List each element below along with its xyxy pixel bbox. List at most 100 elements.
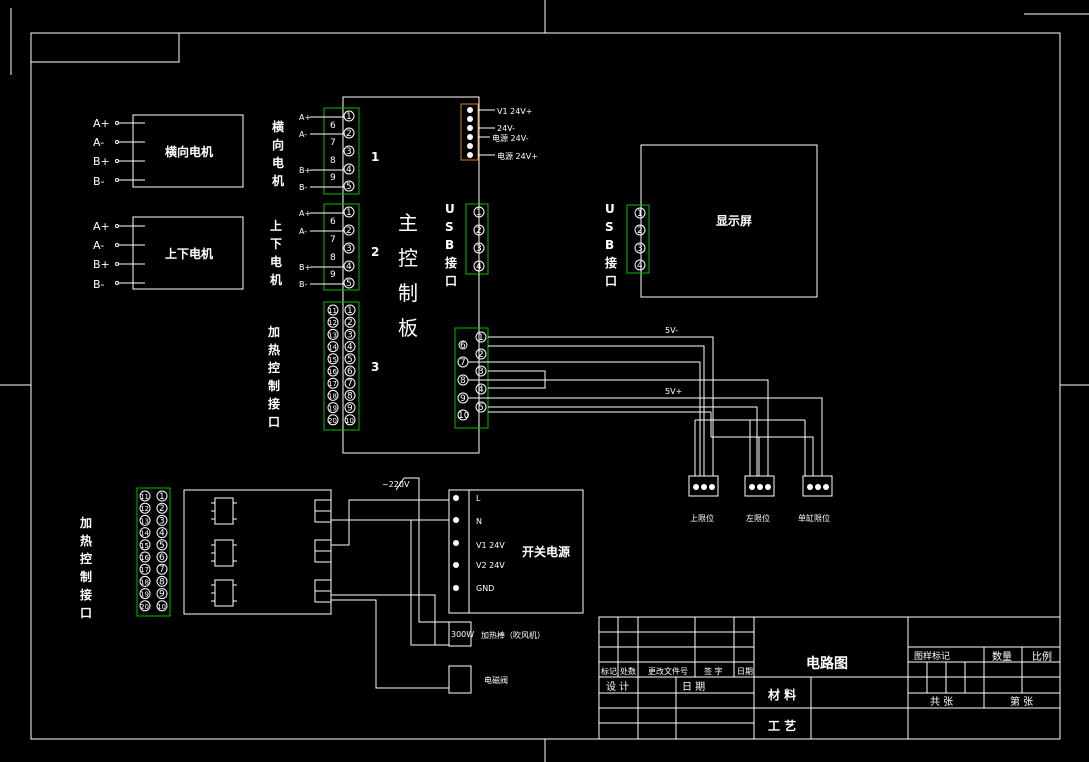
svg-text:单缸限位: 单缸限位: [798, 513, 830, 523]
heating-right-pin-circle: [156, 490, 168, 502]
label-heating-interface-vertical: 加 热 控 制 接 口: [267, 324, 280, 429]
svg-text:B-: B-: [299, 183, 307, 192]
sensor-left-limit: 左限位: [744, 475, 775, 523]
svg-text:A+: A+: [299, 209, 311, 218]
label-updown-motor-vertical: 上 下 电 机: [270, 218, 282, 287]
svg-text:2: 2: [346, 226, 352, 236]
svg-text:图样标记: 图样标记: [914, 650, 950, 662]
svg-text:8: 8: [460, 376, 466, 386]
heating-right-pin-circle: [156, 600, 168, 612]
svg-text:B+: B+: [93, 258, 110, 271]
svg-text:日期: 日期: [737, 667, 753, 676]
connector-3-right-pin-circle: [344, 414, 356, 426]
svg-text:4: 4: [346, 165, 352, 175]
svg-text:电源 24V+: 电源 24V+: [497, 151, 538, 161]
label-5v-plus: 5V+: [665, 387, 682, 396]
svg-text:1: 1: [476, 208, 482, 218]
svg-text:3: 3: [346, 147, 352, 157]
connector-3-right-pin-circle: [344, 389, 356, 401]
heating-right-pin-label: 9: [159, 590, 165, 600]
connector-3-left-pin-circle: [327, 304, 339, 316]
svg-text:电: 电: [270, 254, 282, 269]
svg-text:2: 2: [371, 245, 379, 259]
svg-text:3: 3: [371, 360, 379, 374]
connector-3-right-pin-label: 9: [347, 404, 353, 414]
svg-text:4: 4: [346, 262, 352, 272]
heating-right-pin-circle: [156, 514, 168, 526]
svg-text:B+: B+: [93, 155, 110, 168]
label-horizontal-motor-vertical: 横 向 电 机: [272, 119, 285, 188]
svg-text:电磁阀: 电磁阀: [484, 675, 508, 685]
connector-3-left-pin-circle: [327, 377, 339, 389]
connector-3-left-pin-label: 18: [328, 392, 337, 400]
heating-right-pin-circle: [156, 539, 168, 551]
svg-text:数量: 数量: [992, 650, 1012, 663]
svg-text:1: 1: [478, 333, 484, 343]
connector-3-left-pin-label: 17: [328, 380, 337, 388]
svg-text:接: 接: [80, 587, 92, 602]
svg-text:2: 2: [478, 350, 484, 360]
svg-text:A-: A-: [299, 227, 307, 236]
svg-text:5: 5: [346, 182, 352, 192]
heating-right-pin-circle: [156, 575, 168, 587]
svg-text:9: 9: [460, 394, 466, 404]
connector-3-right-pin-label: 2: [347, 318, 353, 328]
connector-3-left-pin-circle: [327, 316, 339, 328]
connector-3-left-pin-circle: [327, 389, 339, 401]
heating-left-pin-label: 20: [140, 603, 149, 611]
heating-left-pin-circle: [139, 600, 151, 612]
sensor-upper-limit: 上限位: [688, 475, 719, 523]
heating-left-pin-circle: [139, 588, 151, 600]
svg-text:机: 机: [270, 272, 282, 287]
svg-text:机: 机: [272, 173, 284, 188]
svg-text:口: 口: [268, 415, 280, 429]
svg-text:下: 下: [270, 237, 282, 251]
svg-text:加: 加: [267, 324, 280, 339]
heating-right-pin-label: 4: [159, 529, 165, 539]
connector-3-right-pin-circle: [344, 377, 356, 389]
heating-left-pin-label: 15: [140, 542, 149, 550]
svg-text:9: 9: [330, 173, 336, 183]
connector-3-left-pin-label: 16: [328, 368, 337, 376]
connector-3-right-pin-circle: [344, 365, 356, 377]
switching-power-supply: L N V1 24V V2 24V GND 开关电源: [448, 489, 584, 614]
heating-left-pin-label: 16: [140, 554, 149, 562]
connector-3-right-pin-circle: [344, 316, 356, 328]
connector-3-left-pin-label: 15: [328, 356, 337, 364]
svg-text:横: 横: [272, 119, 285, 134]
svg-text:7: 7: [330, 138, 336, 148]
svg-text:标记: 标记: [601, 666, 617, 676]
svg-text:B-: B-: [93, 278, 105, 291]
svg-text:8: 8: [330, 156, 336, 166]
motor-horizontal: 横向电机 A+ A- B+ B-: [93, 114, 244, 188]
svg-text:开关电源: 开关电源: [522, 544, 570, 559]
svg-text:S: S: [445, 220, 454, 234]
svg-text:口: 口: [605, 274, 617, 288]
heater: 300W 加热棒（吹风机）: [448, 621, 545, 647]
svg-text:口: 口: [445, 274, 457, 288]
svg-text:3: 3: [346, 244, 352, 254]
connector-3-left-pin-circle: [327, 328, 339, 340]
svg-text:V2 24V: V2 24V: [476, 561, 505, 570]
heating-right-pin-circle: [156, 527, 168, 539]
svg-text:1: 1: [346, 112, 352, 122]
connector-3-right-pin-label: 7: [347, 379, 353, 389]
heating-right-pin-circle: [156, 588, 168, 600]
heating-left-pin-circle: [139, 575, 151, 587]
heating-left-pin-circle: [139, 502, 151, 514]
svg-text:电源 24V-: 电源 24V-: [492, 133, 529, 143]
svg-text:日 期: 日 期: [682, 681, 705, 693]
svg-text:2: 2: [637, 226, 643, 236]
svg-text:300W: 300W: [451, 630, 474, 639]
heating-left-pin-circle: [139, 490, 151, 502]
svg-text:3: 3: [637, 244, 643, 254]
svg-text:显示屏: 显示屏: [716, 214, 752, 228]
svg-text:4: 4: [637, 261, 643, 271]
svg-text:热: 热: [268, 342, 280, 357]
relay-board: [183, 489, 332, 615]
heating-left-pin-circle: [139, 514, 151, 526]
heating-right-pin-label: 10: [157, 603, 166, 611]
